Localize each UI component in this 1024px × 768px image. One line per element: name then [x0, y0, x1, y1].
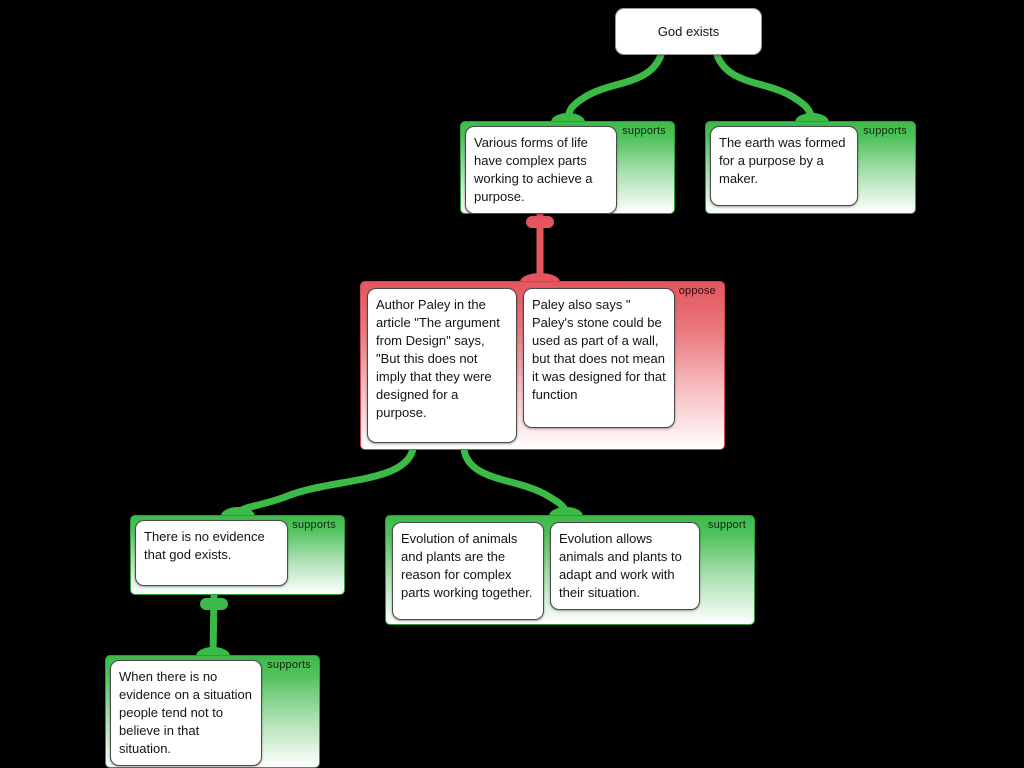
claim-text: Various forms of life have complex parts… — [474, 135, 593, 204]
connector-tab-belief — [200, 598, 228, 610]
connector-tab-oppose — [526, 216, 554, 228]
claim-god-exists[interactable]: God exists — [615, 8, 762, 55]
claim-card-paley-argument[interactable]: Author Paley in the article "The argumen… — [367, 288, 517, 443]
claim-card-evolution-adapt[interactable]: Evolution allows animals and plants to a… — [550, 522, 700, 610]
claim-text: Paley also says " Paley's stone could be… — [532, 297, 666, 402]
claim-text: God exists — [657, 24, 720, 39]
claim-card-various-forms[interactable]: Various forms of life have complex parts… — [465, 126, 617, 214]
connector-oppose-to-noevidence — [234, 445, 417, 519]
claim-card-no-evidence[interactable]: There is no evidence that god exists. — [135, 520, 288, 586]
claim-text: The earth was formed for a purpose by a … — [719, 135, 846, 186]
claim-card-paley-stone[interactable]: Paley also says " Paley's stone could be… — [523, 288, 675, 428]
connector-oppose-to-evolution — [460, 445, 570, 519]
claim-text: When there is no evidence on a situation… — [119, 669, 252, 756]
relation-label: oppose — [678, 285, 716, 297]
claim-text: There is no evidence that god exists. — [144, 529, 265, 562]
connector-god-to-various — [564, 48, 666, 125]
claim-text: Evolution allows animals and plants to a… — [559, 531, 682, 600]
relation-label: supports — [267, 659, 311, 671]
relation-label: support — [707, 519, 746, 531]
claim-card-evolution-reason[interactable]: Evolution of animals and plants are the … — [392, 522, 544, 620]
relation-label: supports — [863, 125, 907, 137]
relation-label: supports — [622, 125, 666, 137]
claim-text: Evolution of animals and plants are the … — [401, 531, 533, 600]
relation-label: supports — [292, 519, 336, 531]
claim-card-belief[interactable]: When there is no evidence on a situation… — [110, 660, 262, 766]
connector-god-to-earth — [712, 48, 816, 125]
claim-card-earth-formed[interactable]: The earth was formed for a purpose by a … — [710, 126, 858, 206]
claim-text: Author Paley in the article "The argumen… — [376, 297, 500, 420]
